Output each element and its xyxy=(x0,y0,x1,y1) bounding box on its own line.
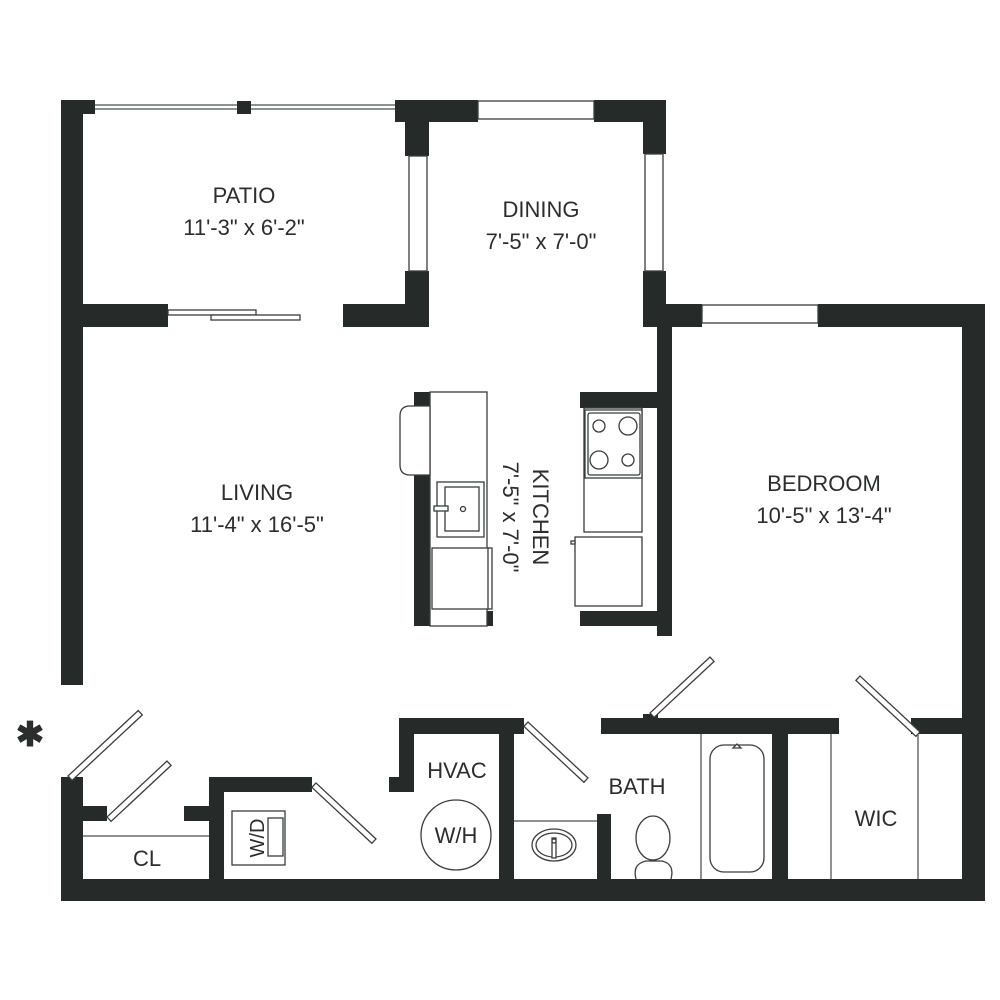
hvac-label: HVAC xyxy=(427,758,487,783)
refrigerator xyxy=(574,536,643,607)
windows xyxy=(95,100,819,324)
dining-left-window xyxy=(408,155,428,272)
doors[interactable] xyxy=(67,656,921,845)
bath-label: BATH xyxy=(608,774,665,799)
dining-dims: 7'-5" x 7'-0" xyxy=(486,229,597,254)
sliding-door[interactable] xyxy=(167,309,301,321)
patio-label: PATIO xyxy=(213,183,276,208)
closet-door xyxy=(106,760,172,823)
entry-door xyxy=(67,709,144,782)
water-heater xyxy=(420,799,492,871)
lower-fixtures xyxy=(83,734,919,880)
dining-label: DINING xyxy=(503,197,580,222)
burner-icon xyxy=(621,453,635,467)
burner-icon xyxy=(589,450,609,470)
breakfast-bar xyxy=(399,405,431,476)
kitchen-dims: 7'-5" x 7'-0" xyxy=(498,462,523,573)
washer-dryer-label: W/D xyxy=(247,819,269,858)
dining-window xyxy=(477,100,595,120)
kitchen-fixtures xyxy=(399,391,643,627)
entry-marker-icon: ✱ xyxy=(16,716,45,754)
dishwasher xyxy=(431,547,490,610)
bedroom-dims: 10'-5" x 13'-4" xyxy=(756,503,891,528)
bath-door xyxy=(522,721,589,784)
dining-right-window xyxy=(644,153,664,272)
living-label: LIVING xyxy=(221,480,293,505)
water-heater-label: W/H xyxy=(435,823,478,848)
labels: PATIO 11'-3" x 6'-2" DINING 7'-5" x 7'-0… xyxy=(16,183,898,871)
burner-icon xyxy=(592,419,606,433)
bedroom-door xyxy=(649,656,715,719)
kitchen-label: KITCHEN xyxy=(528,469,553,566)
bedroom-window xyxy=(701,304,819,324)
wic-door xyxy=(854,675,921,738)
bedroom-label: BEDROOM xyxy=(767,471,881,496)
bathtub xyxy=(709,744,765,873)
laundry-door xyxy=(310,782,377,845)
patio-dims: 11'-3" x 6'-2" xyxy=(183,215,304,240)
wic-label: WIC xyxy=(855,806,898,831)
walls xyxy=(61,100,985,901)
closet-label: CL xyxy=(133,846,161,871)
toilet xyxy=(635,815,671,861)
living-dims: 11'-4" x 16'-5" xyxy=(190,512,324,537)
burner-icon xyxy=(618,416,638,436)
